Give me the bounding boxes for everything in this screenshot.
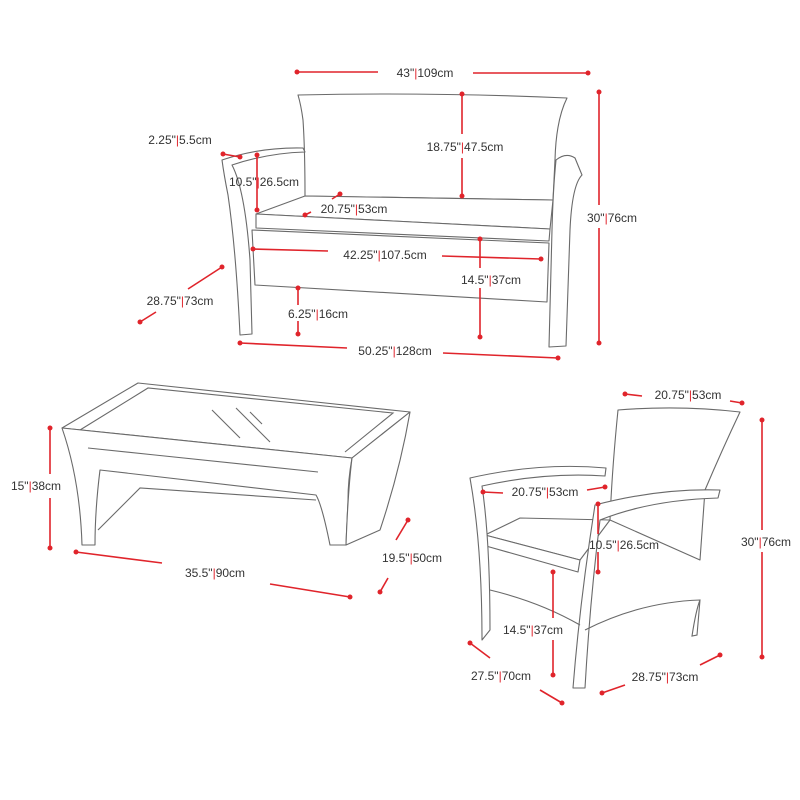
chair-seat-width-label: 20.75"|53cm [512,485,579,499]
table-length-label: 35.5"|90cm [185,566,245,580]
loveseat-arm-width-label: 2.25"|5.5cm [148,133,211,147]
loveseat-back [297,93,568,201]
chair-arm-height-label: 10.5"|26.5cm [589,538,659,552]
chair-right-arm [572,489,721,689]
loveseat-right-arm [548,154,583,348]
loveseat-seat-front [255,213,551,242]
loveseat-seat-width-label: 42.25"|107.5cm [343,248,426,262]
loveseat-arm-height-label: 10.5"|26.5cm [229,175,299,189]
table-depth-label: 19.5"|50cm [382,551,442,565]
table-shelf [87,447,319,531]
loveseat-drawing [221,93,583,348]
loveseat-dimensions: 43"|109cm 30"|76cm 18.75"|47.5cm 2.25"|5… [137,66,637,361]
chair-back [609,407,741,561]
loveseat-left-arm [221,147,306,336]
loveseat-depth-label: 28.75"|73cm [147,294,214,308]
loveseat-height-label: 30"|76cm [587,211,637,225]
table-front-face [61,427,353,546]
chair-depth-label: 28.75"|73cm [632,670,699,684]
table-right-side [345,411,411,546]
coffee-table-dimensions: 15"|38cm 35.5"|90cm 19.5"|50cm [11,425,442,600]
chair-left-arm [469,465,607,641]
chair-side-rail [489,589,701,637]
table-height-label: 15"|38cm [11,479,61,493]
loveseat-width-label: 50.25"|128cm [358,344,431,358]
table-glass-inset [79,387,395,453]
loveseat-apron [251,229,550,303]
chair-back-width-label: 20.75"|53cm [655,388,722,402]
chair-width-label: 27.5"|70cm [471,669,531,683]
chair-height-label: 30"|76cm [741,535,791,549]
loveseat-clearance-label: 6.25"|16cm [288,307,348,321]
table-glass-reflection [211,407,271,443]
loveseat-top-width-label: 43"|109cm [397,66,454,80]
loveseat-seat-height-label: 14.5"|37cm [461,273,521,287]
chair-seat-height-label: 14.5"|37cm [503,623,563,637]
loveseat-back-height-label: 18.75"|47.5cm [427,140,504,154]
coffee-table-drawing [61,382,411,546]
chair-drawing [469,407,741,689]
chair-dimensions: 20.75"|53cm 20.75"|53cm 10.5"|26.5cm 14.… [467,388,791,706]
loveseat-seat-depth-label: 20.75"|53cm [321,202,388,216]
